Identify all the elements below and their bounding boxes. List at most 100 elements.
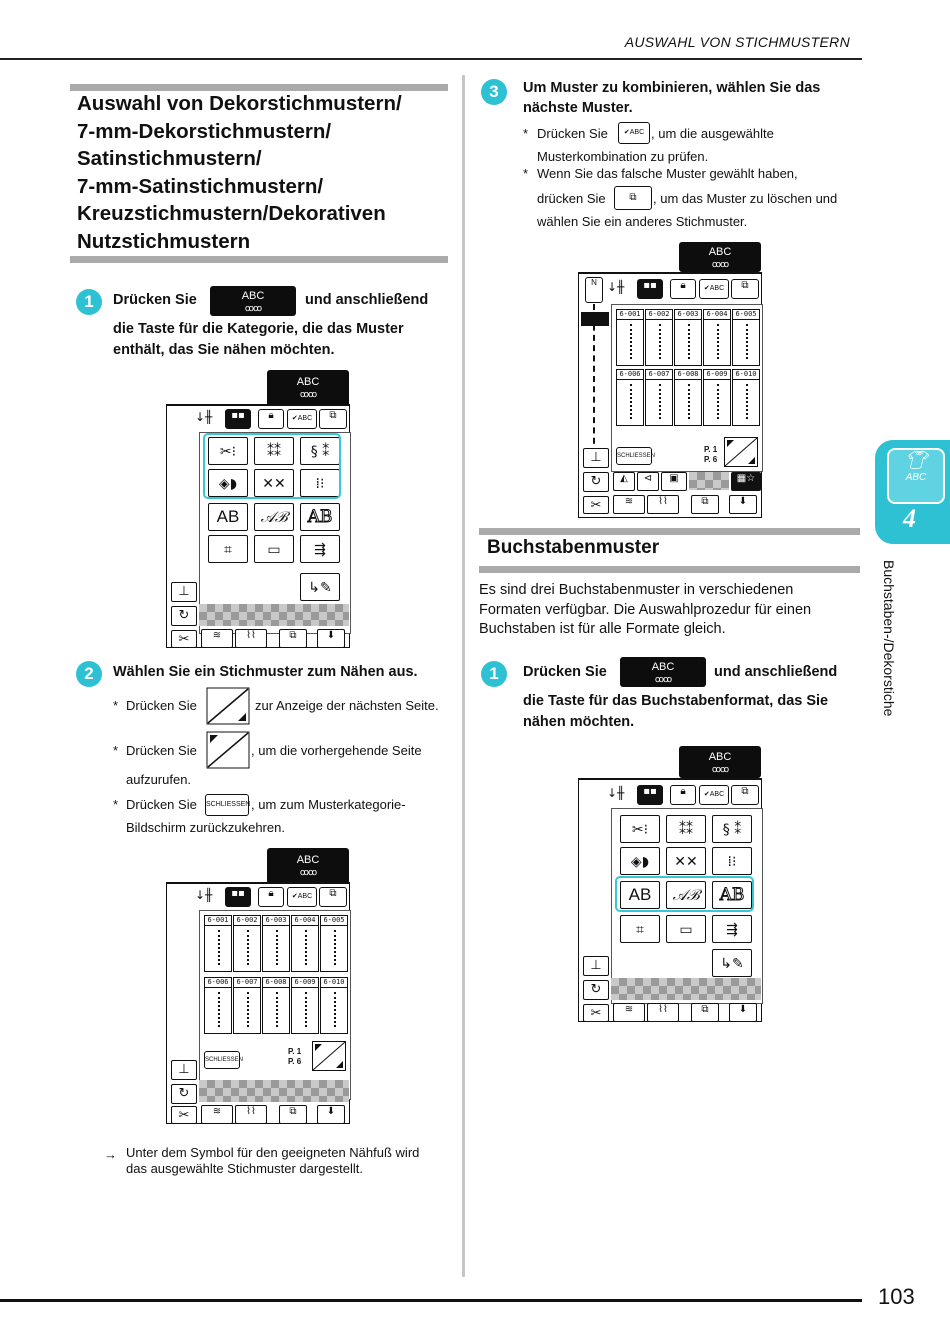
stitch-key[interactable]: 6-007	[233, 977, 261, 1034]
copy-button[interactable]: ⧉	[731, 785, 759, 805]
density-button[interactable]: ▦☆	[731, 472, 761, 491]
stitch-key[interactable]: 6-005	[732, 309, 760, 366]
bottom-button-2[interactable]: ⌇⌇	[235, 1105, 267, 1124]
stitch-key[interactable]: 6-004	[291, 915, 319, 972]
foot-n-button[interactable]: N	[585, 277, 603, 303]
stitch-key[interactable]: 6-006	[616, 369, 644, 426]
side-reverse-button[interactable]: ↻	[171, 1084, 197, 1104]
memory-button[interactable]: ▪▪	[225, 887, 251, 907]
memory-button[interactable]: ▪▪	[637, 279, 663, 299]
stitch-key[interactable]: 6-003	[674, 309, 702, 366]
mirror-button[interactable]: ◭	[613, 472, 635, 491]
stitch-key[interactable]: 6-010	[320, 977, 348, 1034]
bottom-button-1[interactable]: ≋	[201, 629, 233, 648]
side-needle-button[interactable]: ⊥	[171, 1060, 197, 1080]
usb-key[interactable]: ⇶	[300, 535, 340, 563]
bottom-button-3[interactable]: ⧉	[279, 629, 307, 648]
stitch-key[interactable]: 6-005	[320, 915, 348, 972]
lock-button[interactable]: 🔒︎	[670, 785, 696, 805]
lock-button[interactable]: 🔒︎	[258, 409, 284, 429]
page-nav-button[interactable]	[312, 1041, 346, 1071]
close-button[interactable]: SCHLIESSEN	[204, 1051, 243, 1069]
lock-button[interactable]: 🔒︎	[670, 279, 696, 299]
font-script-key[interactable]: 𝒜ℬ	[666, 881, 706, 909]
copy-button[interactable]: ⧉	[319, 887, 347, 907]
check-abc-button[interactable]: ✔ABC	[699, 279, 729, 299]
copy-button[interactable]: ⧉	[731, 279, 759, 299]
stitch-key[interactable]: 6-010	[732, 369, 760, 426]
side-reverse-button[interactable]: ↻	[583, 472, 609, 492]
my-custom-stitch-key[interactable]: ⌗	[620, 915, 660, 943]
decorative-stitch-key[interactable]: ✂⁝	[620, 815, 660, 843]
cross-stitch-key[interactable]: ✕✕	[666, 847, 706, 875]
scissors-button[interactable]: ✂	[583, 1004, 609, 1022]
bottom-button-4[interactable]: ⬇	[729, 495, 757, 514]
bottom-button-2[interactable]: ⌇⌇	[647, 1003, 679, 1022]
scissors-button[interactable]: ✂	[171, 1106, 197, 1124]
stitch-key[interactable]: 6-008	[674, 369, 702, 426]
close-button[interactable]: SCHLIESSEN	[616, 447, 655, 465]
stitch-key[interactable]: 6-009	[291, 977, 319, 1034]
utility-deco-key[interactable]: ⁞⁝	[712, 847, 752, 875]
side-needle-button[interactable]: ⊥	[583, 448, 609, 468]
7mm-decorative-key[interactable]: ⁑⁑	[666, 815, 706, 843]
font-outline-key[interactable]: AB	[300, 503, 340, 531]
bottom-button-3[interactable]: ⧉	[279, 1105, 307, 1124]
side-reverse-button[interactable]: ↻	[583, 980, 609, 1000]
check-abc-button[interactable]: ✔ABC	[287, 409, 317, 429]
check-abc-button[interactable]: ✔ABC	[287, 887, 317, 907]
scissors-button[interactable]: ✂	[171, 630, 197, 648]
stitch-key[interactable]: 6-004	[703, 309, 731, 366]
stitch-key[interactable]: 6-001	[616, 309, 644, 366]
memory-button[interactable]: ▪▪	[225, 409, 251, 429]
bottom-button-4[interactable]: ⬇	[317, 629, 345, 648]
eraser-key[interactable]: ↳✎	[300, 573, 340, 601]
usb-key[interactable]: ⇶	[712, 915, 752, 943]
eraser-key[interactable]: ↳✎	[712, 949, 752, 977]
stitch-key[interactable]: 6-008	[262, 977, 290, 1034]
scissors-button[interactable]: ✂	[583, 496, 609, 514]
7mm-satin-key[interactable]: ◈◗	[208, 469, 248, 497]
stitch-key[interactable]: 6-006	[204, 977, 232, 1034]
memory-button[interactable]: ▪▪	[637, 785, 663, 805]
decorative-stitch-key[interactable]: ✂⁝	[208, 437, 248, 465]
page-nav-button[interactable]	[724, 437, 758, 467]
font-outline-key[interactable]: AB	[712, 881, 752, 909]
mirror-v-button[interactable]: ⊲	[637, 472, 659, 491]
font-block-key[interactable]: AB	[620, 881, 660, 909]
pocket-key[interactable]: ▭	[254, 535, 294, 563]
font-script-key[interactable]: 𝒜ℬ	[254, 503, 294, 531]
7mm-decorative-key[interactable]: ⁑⁑	[254, 437, 294, 465]
stitch-key[interactable]: 6-002	[645, 309, 673, 366]
single-repeat-button[interactable]: ▣	[661, 472, 687, 491]
stitch-key[interactable]: 6-003	[262, 915, 290, 972]
copy-button[interactable]: ⧉	[319, 409, 347, 429]
bottom-button-4[interactable]: ⬇	[729, 1003, 757, 1022]
bottom-button-2[interactable]: ⌇⌇	[235, 629, 267, 648]
check-abc-button[interactable]: ✔ABC	[699, 785, 729, 805]
satin-stitch-key[interactable]: § ⁑	[712, 815, 752, 843]
bottom-button-3[interactable]: ⧉	[691, 1003, 719, 1022]
bottom-button-4[interactable]: ⬇	[317, 1105, 345, 1124]
pocket-key[interactable]: ▭	[666, 915, 706, 943]
lock-button[interactable]: 🔒︎	[258, 887, 284, 907]
bottom-button-1[interactable]: ≋	[201, 1105, 233, 1124]
stitch-key[interactable]: 6-007	[645, 369, 673, 426]
bottom-button-1[interactable]: ≋	[613, 1003, 645, 1022]
font-block-key[interactable]: AB	[208, 503, 248, 531]
bottom-button-3[interactable]: ⧉	[691, 495, 719, 514]
7mm-satin-key[interactable]: ◈◗	[620, 847, 660, 875]
cross-stitch-key[interactable]: ✕✕	[254, 469, 294, 497]
bottom-button-2[interactable]: ⌇⌇	[647, 495, 679, 514]
stitch-key[interactable]: 6-002	[233, 915, 261, 972]
side-needle-button[interactable]: ⊥	[583, 956, 609, 976]
my-custom-stitch-key[interactable]: ⌗	[208, 535, 248, 563]
stitch-key[interactable]: 6-001	[204, 915, 232, 972]
side-needle-button[interactable]: ⊥	[171, 582, 197, 602]
stitch-key[interactable]: 6-009	[703, 369, 731, 426]
side-reverse-button[interactable]: ↻	[171, 606, 197, 626]
